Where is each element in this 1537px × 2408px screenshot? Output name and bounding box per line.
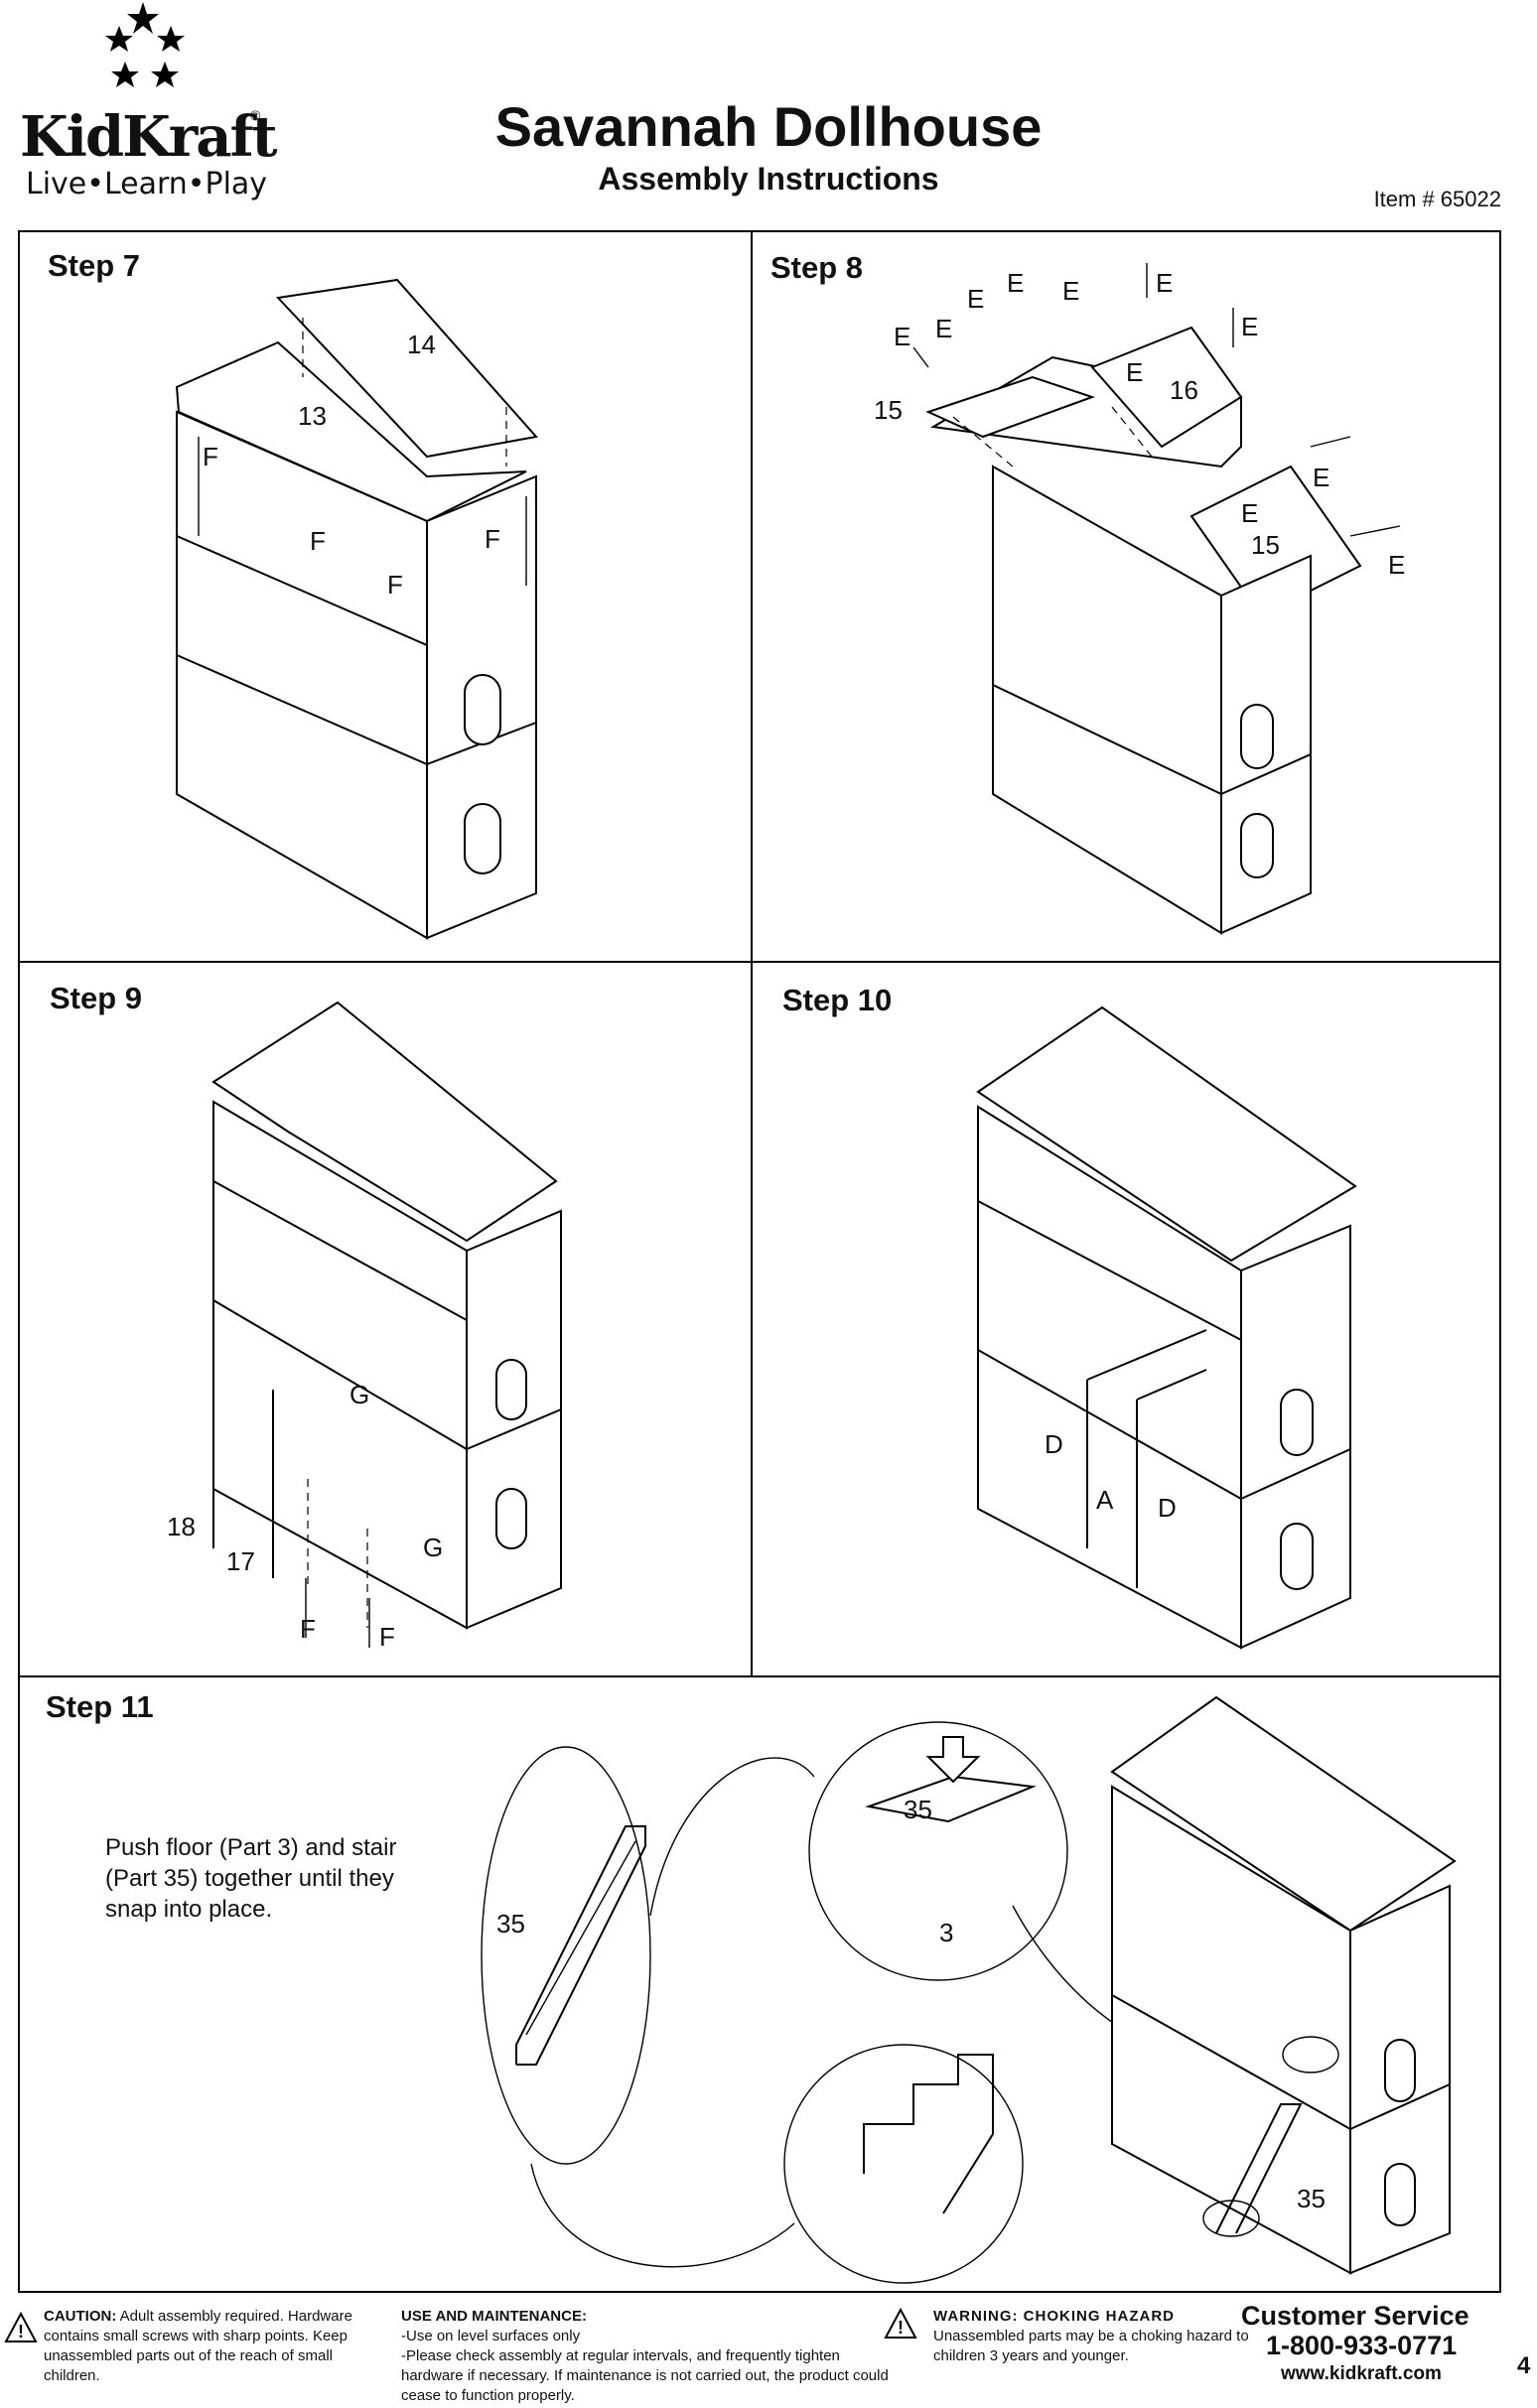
caution-triangle-icon: ! [4, 2311, 38, 2342]
svg-text:!: ! [18, 2322, 24, 2341]
screw-e-callout: E [1126, 357, 1144, 387]
part-16-callout: 16 [1170, 375, 1198, 405]
customer-service-title: Customer Service [1241, 2301, 1469, 2331]
step7-house-illustration [175, 278, 538, 940]
step9-label: Step 9 [50, 981, 143, 1015]
screw-d-callout: D [1045, 1429, 1063, 1459]
registered-mark: ® [250, 107, 261, 123]
step11-instruction: Push floor (Part 3) and stair (Part 35) … [105, 1834, 397, 1923]
warning-notice: WARNING: CHOKING HAZARD Unassembled part… [933, 2307, 1251, 2366]
part-35-callout: 35 [1297, 2184, 1326, 2213]
screw-e-callout: E [894, 322, 911, 351]
screw-g-callout: G [349, 1380, 370, 1409]
step9-house-illustration [211, 1001, 562, 1648]
step8-house-illustration [912, 263, 1401, 935]
use-line-2: -Please check assembly at regular interv… [401, 2347, 889, 2404]
part-13-callout: 13 [298, 401, 327, 431]
part-35-callout: 35 [496, 1909, 525, 1939]
screw-f-callout: F [485, 524, 500, 554]
kidkraft-logo: KidKraft [20, 104, 278, 170]
step8-label: Step 8 [770, 250, 864, 285]
caution-label: CAUTION: [44, 2308, 117, 2325]
warning-text: Unassembled parts may be a choking hazar… [933, 2328, 1249, 2364]
screw-e-callout: E [1313, 463, 1330, 492]
stars-logo-icon [105, 2, 185, 87]
caution-notice: CAUTION: Adult assembly required. Hardwa… [44, 2307, 357, 2386]
warning-label: WARNING: CHOKING HAZARD [933, 2308, 1175, 2325]
use-line-1: -Use on level surfaces only [401, 2328, 581, 2344]
page-title: Savannah Dollhouse [494, 95, 1043, 158]
step10-label: Step 10 [782, 983, 893, 1017]
warning-triangle-icon: ! [884, 2307, 917, 2339]
screw-e-callout: E [1156, 268, 1174, 298]
screw-d-callout: D [1158, 1493, 1177, 1523]
part-15-callout: 15 [1251, 530, 1280, 560]
part-17-callout: 17 [226, 1546, 255, 1576]
screw-e-callout: E [1241, 498, 1259, 528]
part-18-callout: 18 [167, 1512, 196, 1541]
step11-label: Step 11 [46, 1689, 154, 1724]
screw-e-callout: E [1388, 550, 1406, 580]
screw-e-callout: E [967, 284, 985, 314]
step7-label: Step 7 [48, 248, 141, 283]
step11-panel [18, 1675, 1501, 2293]
screw-e-callout: E [1241, 312, 1259, 341]
step11-illustrations [481, 1695, 1457, 2284]
screw-f-callout: F [379, 1622, 395, 1652]
screw-a-callout: A [1096, 1485, 1114, 1515]
page-number: 4 [1517, 2352, 1531, 2379]
screw-f-callout: F [387, 570, 403, 600]
step10-house-illustration [976, 1005, 1357, 1650]
screw-f-callout: F [300, 1614, 316, 1644]
part-15-callout: 15 [874, 395, 903, 425]
customer-service-phone: 1-800-933-0771 [1266, 2331, 1458, 2360]
use-maintenance: USE AND MAINTENANCE: -Use on level surfa… [401, 2307, 898, 2406]
screw-e-callout: E [935, 314, 953, 343]
screw-f-callout: F [310, 526, 326, 556]
logo-tagline: Live•Learn•Play [26, 167, 268, 201]
use-title: USE AND MAINTENANCE: [401, 2308, 587, 2325]
item-number: Item # 65022 [1373, 187, 1501, 211]
customer-service-website: www.kidkraft.com [1281, 2363, 1442, 2384]
screw-f-callout: F [203, 442, 218, 471]
screw-e-callout: E [1062, 276, 1080, 306]
part-3-callout: 3 [939, 1918, 954, 1947]
part-35-callout: 35 [904, 1795, 932, 1824]
part-14-callout: 14 [407, 330, 436, 359]
page-subtitle: Assembly Instructions [598, 161, 939, 197]
screw-g-callout: G [423, 1533, 444, 1562]
screw-e-callout: E [1007, 268, 1025, 298]
caution-text: Adult assembly required. Hardware contai… [44, 2308, 352, 2384]
svg-text:!: ! [898, 2318, 904, 2338]
